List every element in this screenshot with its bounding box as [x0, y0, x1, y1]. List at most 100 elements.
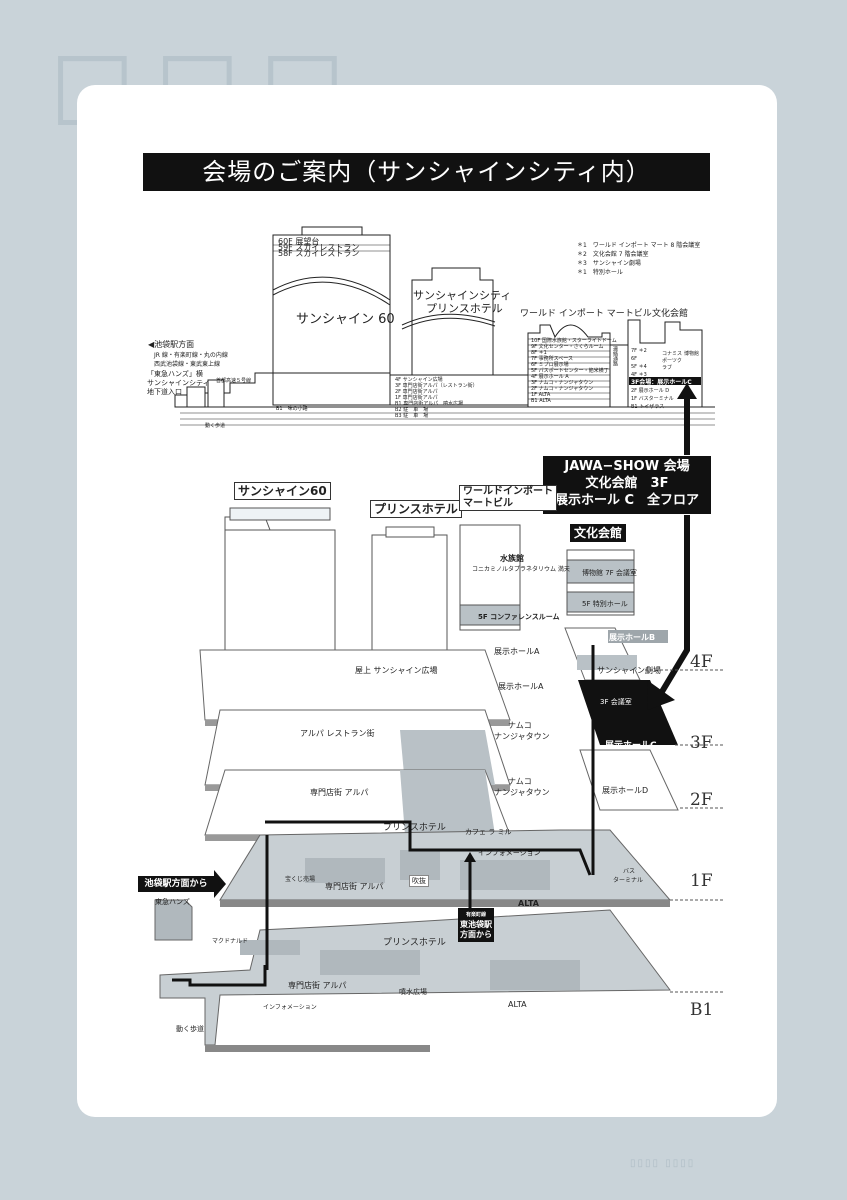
- prince-hotel-outline: [411, 267, 494, 405]
- connecting-passage: 連絡通路: [612, 346, 618, 366]
- namco-3f-1: ナムコ: [508, 721, 532, 730]
- alpa-restaurant: アルパ レストラン街: [300, 729, 375, 738]
- atrium-1f: 吹抜: [409, 875, 429, 887]
- alpa-floor: 3F 専門店街アルパ（レストラン街）: [395, 383, 478, 389]
- konami-sports: コナミスポーツクラブ: [662, 351, 683, 371]
- meeting-room-3f: 3F 会議室: [600, 698, 632, 706]
- route-b1: [172, 965, 267, 987]
- wim-floor: 2F ナムコ・ナンジャタウン: [531, 386, 617, 392]
- floor-label-1f: 1F: [690, 871, 713, 891]
- floor-number: B1: [531, 398, 538, 404]
- bus-terminal-1: バス: [623, 868, 636, 875]
- prince-hotel-name-2: プリンスホテル: [426, 302, 503, 315]
- lottery-booth: 宝くじ売場: [285, 876, 316, 883]
- label-wim: ワールドインポート マートビル: [459, 485, 557, 511]
- namco-2f: [400, 770, 495, 835]
- sunshine60-name: サンシャイン 60: [296, 312, 395, 327]
- floor-label: 専門店街アルパ: [402, 395, 438, 401]
- venue-callout-line: 文化会館 3F: [585, 476, 669, 491]
- floor-label: ナムコ・ナンジャタウン: [538, 386, 594, 392]
- namco-3f-2: ナンジャタウン: [494, 732, 550, 741]
- hall-b-block: [608, 630, 668, 643]
- wim-floor: 6F ミプロ展示場: [531, 362, 617, 368]
- floor-number: 5F: [631, 364, 638, 370]
- floor-label: ＊1: [538, 350, 547, 356]
- floor-number: 58F: [278, 249, 293, 258]
- alpa-floor: 4F サンシャイン広場: [395, 377, 478, 383]
- floor-label-3f: 3F: [690, 733, 713, 753]
- floor-number: 59F: [278, 243, 293, 252]
- callout-line: 方面から: [460, 930, 492, 939]
- floor-2f-east: [579, 749, 679, 811]
- floor-label: ＊3: [638, 372, 647, 378]
- footnote: ＊1 ワールド インポート マート 8 階会議室: [577, 242, 701, 249]
- bunka-floor: 6F: [631, 355, 647, 363]
- footnote: ＊3 サンシャイン劇場: [577, 260, 641, 267]
- floor-number: 7F: [531, 356, 538, 362]
- wim-floor: 7F 事務所スペース: [531, 356, 617, 362]
- mcdonalds: マクドナルド: [212, 938, 249, 945]
- bunka-3f-venue: 3F会場：展示ホールC: [631, 379, 692, 386]
- wim-outline: [527, 324, 611, 407]
- sunshine60-tower: [272, 234, 391, 406]
- venue-arrow-head: [677, 383, 697, 399]
- floor-label-b1: B1: [690, 1000, 714, 1020]
- from-ikebukuro-arrowhead: [214, 870, 226, 898]
- floor-number: 2F: [395, 389, 402, 395]
- s60-floor-60f: 60F 展望台: [278, 236, 319, 247]
- hands-entrance: 「東急ハンズ」横 サンシャインシティ 地下道入口: [147, 370, 210, 397]
- alta-1f: ALTA: [518, 899, 539, 908]
- from-ikebukuro-callout: 池袋駅方面から: [138, 876, 214, 892]
- station-lines-1: JR 線・有楽町線・丸の内線: [154, 352, 228, 359]
- station-direction-heading: ◀池袋駅方面: [148, 340, 195, 349]
- expressway-label: 首都高速５号線: [216, 378, 252, 384]
- floor-label: サンシャイン広場: [402, 377, 443, 383]
- floor-label-4f: 4F: [690, 652, 713, 672]
- bunka-floor: 5F ＊4: [631, 363, 647, 371]
- tokyu-hands-label: 東急ハンズ: [155, 898, 190, 906]
- info-b1: インフォメーション: [263, 1004, 317, 1011]
- venue-callout: JAWA−SHOW 会場 文化会館 3F 展示ホール C 全フロア: [543, 456, 711, 514]
- tokyu-hands-cube: [154, 899, 193, 941]
- floor-label: 国際水族館・スターライトドーム: [541, 338, 617, 344]
- hall-c: 展示ホールC: [605, 741, 657, 751]
- moving-walkway-b1: 動く歩道: [176, 1025, 204, 1033]
- floor-number: 2F: [531, 386, 538, 392]
- hall-a: 展示ホールA: [498, 682, 544, 691]
- station-lines-2: 西武池袋線・東武東上線: [154, 361, 221, 368]
- floor-label: 駐 車 場: [403, 407, 429, 413]
- label-bunka: 文化会館: [570, 524, 627, 542]
- venue-callout-line: 展示ホール C 全フロア: [554, 493, 700, 508]
- wim-floor: B1 ALTA: [531, 398, 617, 404]
- floor-label: スカイレストラン: [295, 243, 360, 252]
- floor-label: ALTA: [538, 392, 551, 398]
- bunka-name: 文化会館: [652, 309, 689, 319]
- floor-label: ＊4: [638, 364, 647, 370]
- namco-2f-1: ナムコ: [508, 777, 532, 786]
- wim-floor: 1F ALTA: [531, 392, 617, 398]
- floor-number: 4F: [631, 372, 638, 378]
- floor-label: 文化センター・さくらルーム: [538, 344, 604, 350]
- floor-label: ALTA: [539, 398, 551, 404]
- floor-label: 専門店街アルパ 噴水広場: [403, 401, 464, 407]
- floor-number: 6F: [631, 356, 638, 362]
- floor-label: トイザラス: [639, 404, 665, 410]
- bunka-floor: 1F バスターミナル: [631, 395, 674, 403]
- floor-number: 4F: [531, 374, 538, 380]
- info-1f: インフォメーション: [478, 849, 541, 857]
- alpa-2f: 専門店街 アルパ: [310, 788, 369, 797]
- alpa-floor: 1F 専門店街アルパ: [395, 395, 478, 401]
- callout-line: 東池袋駅: [460, 920, 492, 929]
- museum-label: 博物館: [684, 351, 700, 357]
- floor-number: 6F: [531, 362, 538, 368]
- bunka-lower-floors: 2F 展示ホール D 1F バスターミナル B1 トイザラス: [631, 387, 674, 411]
- underground-street: B1 味の小路: [276, 406, 308, 412]
- footer-watermark: ▯▯▯▯ ▯▯▯▯: [630, 1158, 696, 1169]
- bus-terminal-2: ターミナル: [613, 877, 644, 884]
- prince-b1: プリンスホテル: [383, 938, 446, 948]
- venue-route-arrowhead: [647, 680, 675, 710]
- from-higashi-ikebukuro-callout: 有楽町線 東池袋駅 方面から: [458, 908, 494, 942]
- floor-label: 展示ホール D: [638, 388, 670, 394]
- alpa-floor: B2 駐 車 場: [395, 407, 478, 413]
- wim-floor: 10F 国際水族館・スターライトドーム: [531, 338, 617, 344]
